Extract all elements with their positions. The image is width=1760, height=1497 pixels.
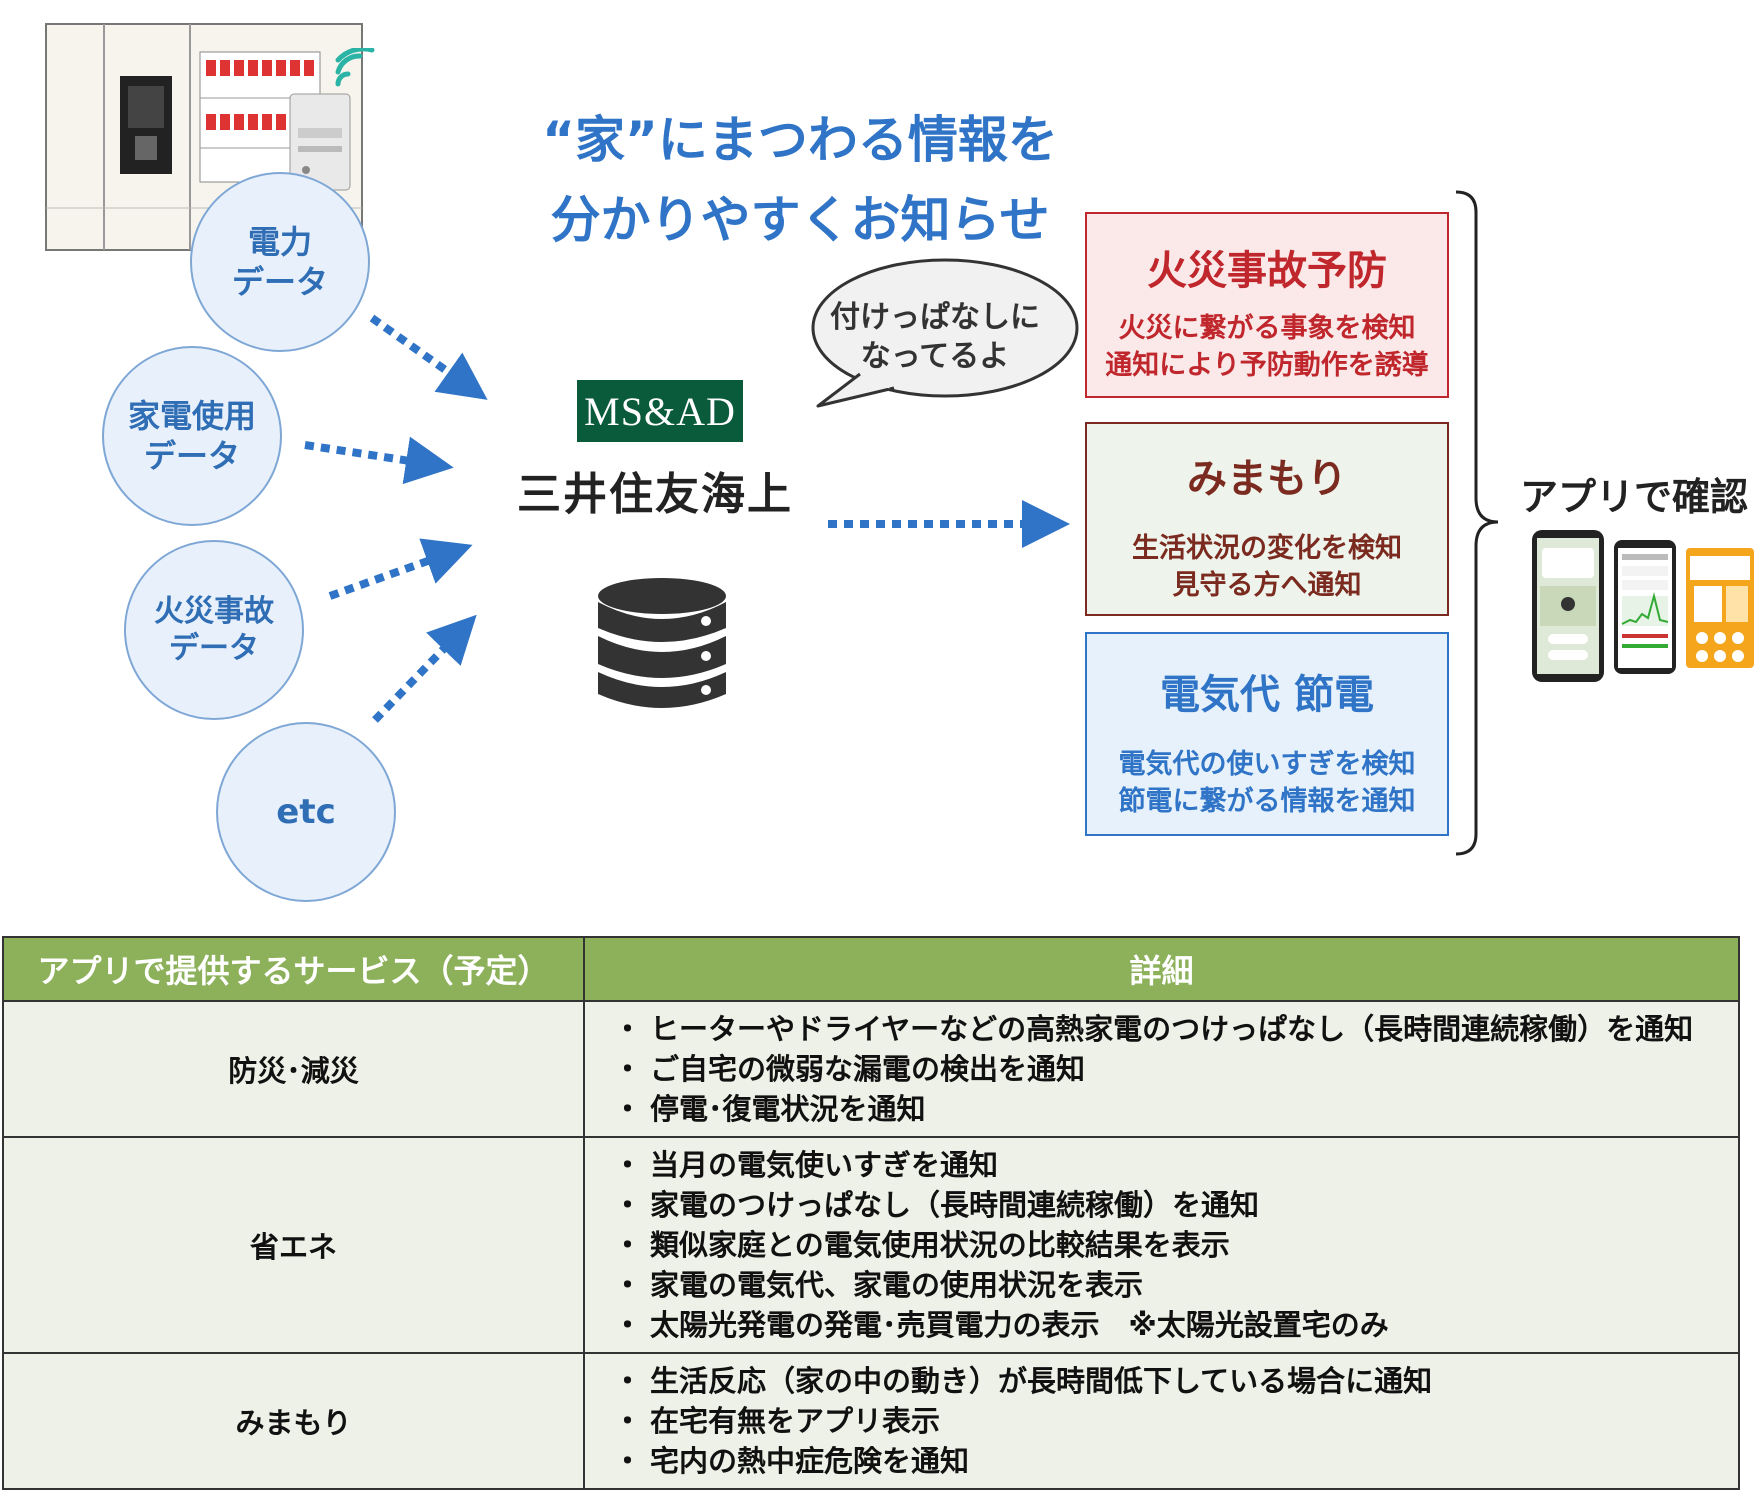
- arrow-etc: [372, 614, 477, 723]
- headline-line2: 分かりやすくお知らせ: [550, 191, 1050, 249]
- table-row-name: 省エネ: [2, 1136, 585, 1354]
- service-mimamori-title: みまもり: [1187, 456, 1347, 502]
- arrow-fire: [328, 538, 473, 600]
- source-appliance-data: 家電使用 データ: [102, 346, 282, 526]
- service-fire-title: 火災事故予防: [1147, 248, 1387, 294]
- source-power-data: 電力 データ: [190, 172, 370, 352]
- table-header-service: アプリで提供するサービス（予定）: [2, 936, 585, 1002]
- list-item: 生活反応（家の中の動き）が長時間低下している場合に通知: [613, 1361, 1724, 1401]
- service-fire-prevention: 火災事故予防 火災に繋がる事象を検知 通知により予防動作を誘導: [1085, 212, 1449, 398]
- source-fire-data: 火災事故 データ: [124, 540, 304, 720]
- company-name: 三井住友海上: [517, 469, 793, 520]
- list-item: 停電･復電状況を通知: [613, 1089, 1724, 1129]
- list-item: 宅内の熱中症危険を通知: [613, 1441, 1724, 1481]
- table-row-detail: 当月の電気使いすぎを通知 家電のつけっぱなし（長時間連続稼働）を通知 類似家庭と…: [583, 1136, 1740, 1354]
- list-item: 太陽光発電の発電･売買電力の表示 ※太陽光設置宅のみ: [613, 1305, 1724, 1345]
- table-row: 防災･減災 ヒーターやドライヤーなどの高熱家電のつけっぱなし（長時間連続稼働）を…: [2, 1000, 1740, 1138]
- service-electricity-desc: 電気代の使いすぎを検知 節電に繋がる情報を通知: [1118, 749, 1416, 818]
- service-electricity-saving: 電気代 節電 電気代の使いすぎを検知 節電に繋がる情報を通知: [1085, 632, 1449, 836]
- wifi-signal-icon: [335, 48, 375, 87]
- database-icon: [598, 578, 726, 708]
- arrow-appliance: [304, 436, 454, 485]
- service-mimamori: みまもり 生活状況の変化を検知 見守る方へ通知: [1085, 422, 1449, 616]
- table-header-detail: 詳細: [583, 936, 1740, 1002]
- list-item: ご自宅の微弱な漏電の検出を通知: [613, 1049, 1724, 1089]
- table-row-detail: ヒーターやドライヤーなどの高熱家電のつけっぱなし（長時間連続稼働）を通知 ご自宅…: [583, 1000, 1740, 1138]
- service-electricity-title: 電気代 節電: [1160, 672, 1374, 718]
- right-brace: [1455, 190, 1499, 856]
- table-row: みまもり 生活反応（家の中の動き）が長時間低下している場合に通知 在宅有無をアプ…: [2, 1352, 1740, 1490]
- service-table: アプリで提供するサービス（予定） 詳細 防災･減災 ヒーターやドライヤーなどの高…: [2, 936, 1740, 1490]
- list-item: 類似家庭との電気使用状況の比較結果を表示: [613, 1225, 1724, 1265]
- list-item: ヒーターやドライヤーなどの高熱家電のつけっぱなし（長時間連続稼働）を通知: [613, 1009, 1724, 1049]
- app-confirm-label: アプリで確認: [1520, 475, 1749, 519]
- ms-ad-logo: MS&AD: [577, 380, 743, 442]
- headline-line1: “家”にまつわる情報を: [542, 111, 1058, 169]
- list-item: 在宅有無をアプリ表示: [613, 1401, 1724, 1441]
- table-header-row: アプリで提供するサービス（予定） 詳細: [2, 936, 1740, 1002]
- speech-bubble-text: 付けっぱなしに なってるよ: [830, 300, 1040, 374]
- smartphone-app-icon: [1532, 530, 1754, 682]
- arrows-layer: [304, 314, 1070, 723]
- list-item: 家電のつけっぱなし（長時間連続稼働）を通知: [613, 1185, 1724, 1225]
- source-etc: etc: [216, 722, 396, 902]
- speech-bubble-shape: [811, 258, 1079, 408]
- list-item: 当月の電気使いすぎを通知: [613, 1145, 1724, 1185]
- table-row: 省エネ 当月の電気使いすぎを通知 家電のつけっぱなし（長時間連続稼働）を通知 類…: [2, 1136, 1740, 1354]
- service-fire-desc: 火災に繋がる事象を検知 通知により予防動作を誘導: [1105, 313, 1429, 382]
- service-mimamori-desc: 生活状況の変化を検知 見守る方へ通知: [1132, 533, 1402, 602]
- table-row-name: みまもり: [2, 1352, 585, 1490]
- table-row-name: 防災･減災: [2, 1000, 585, 1138]
- arrow-power: [369, 314, 488, 400]
- list-item: 家電の電気代、家電の使用状況を表示: [613, 1265, 1724, 1305]
- table-row-detail: 生活反応（家の中の動き）が長時間低下している場合に通知 在宅有無をアプリ表示 宅…: [583, 1352, 1740, 1490]
